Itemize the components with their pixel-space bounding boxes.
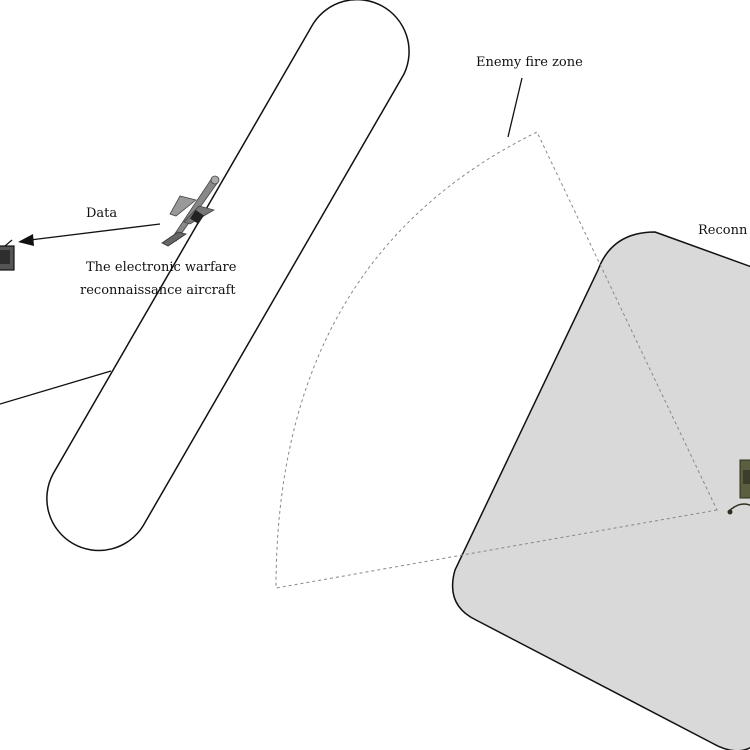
uav-aircraft-icon: [161, 175, 220, 247]
reconnaissance-area: [451, 231, 750, 750]
reconnaissance-label: Reconn: [698, 223, 748, 238]
route-leader-line: [0, 370, 112, 405]
data-link-arrow: [29, 223, 161, 241]
data-arrow-head: [18, 234, 34, 246]
aircraft-label-line-1: The electronic warfare: [86, 260, 237, 275]
aircraft-label-line-2: reconnaissance aircraft: [80, 283, 236, 298]
ground-station-icon: [0, 239, 15, 271]
enemy-fire-zone-label: Enemy fire zone: [476, 55, 583, 70]
fire-zone-leader-line: [507, 77, 523, 138]
data-label: Data: [86, 206, 117, 221]
aircraft-patrol-racetrack: [46, 0, 410, 552]
